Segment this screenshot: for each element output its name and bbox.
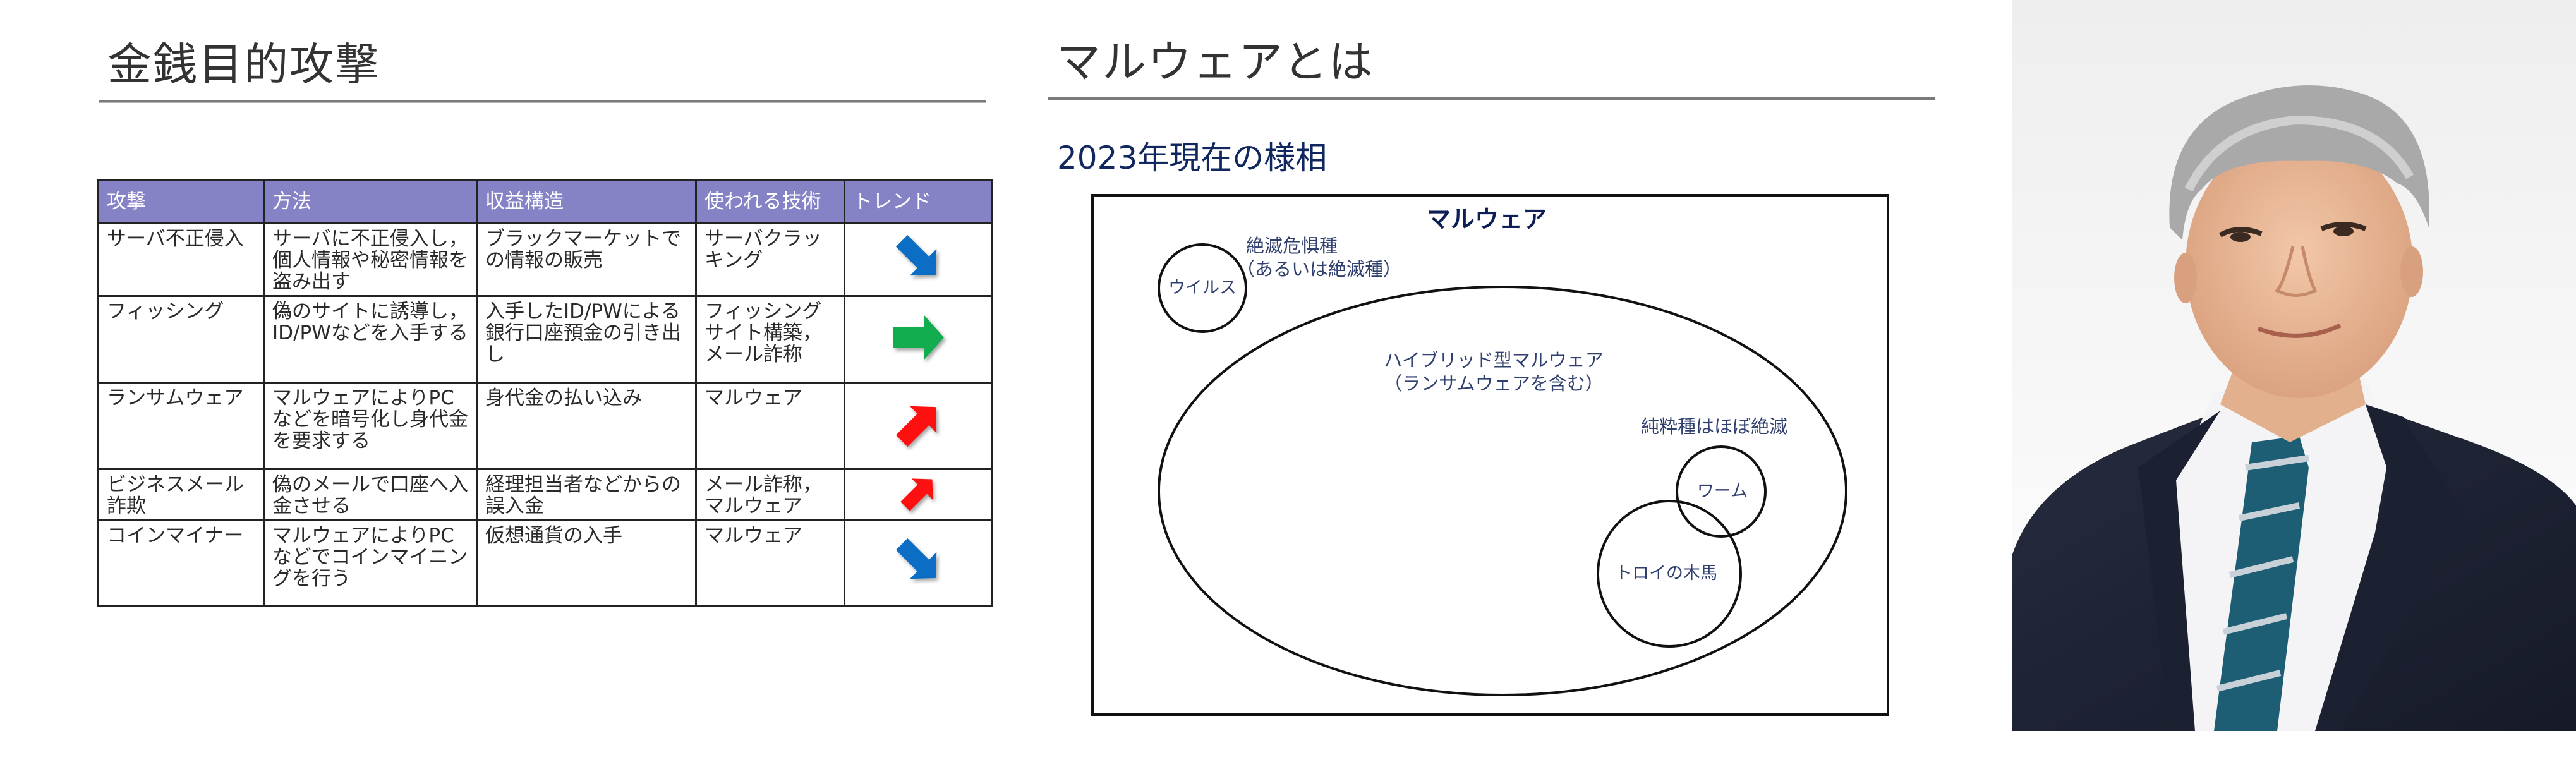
arrow-right-icon xyxy=(890,312,947,363)
cell-trend xyxy=(844,468,993,521)
header-revenue: 収益構造 xyxy=(476,179,697,224)
cell-attack: ビジネスメール詐欺 xyxy=(97,468,265,521)
endangered-note-line1: 絶滅危惧種 xyxy=(1246,235,1338,257)
right-slide-title: マルウェアとは xyxy=(1056,36,1374,88)
virus-circle xyxy=(1158,243,1247,333)
cell-revenue: ブラックマーケットでの情報の販売 xyxy=(476,222,697,297)
endangered-note-line2: （あるいは絶滅種） xyxy=(1237,258,1402,280)
worm-circle xyxy=(1676,445,1767,538)
attack-table: 攻撃 方法 収益構造 使われる技術 トレンド サーバ不正侵入 サーバに不正侵入し… xyxy=(97,179,993,607)
trojan-label: トロイの木馬 xyxy=(1615,564,1717,583)
left-slide-title: 金銭目的攻撃 xyxy=(107,39,380,90)
cell-revenue: 入手したID/PWによる銀行口座預金の引き出し xyxy=(476,295,697,384)
cell-trend xyxy=(844,222,993,297)
table-header-row: 攻撃 方法 収益構造 使われる技術 トレンド xyxy=(97,179,993,224)
right-title-underline xyxy=(1048,97,1935,100)
cell-trend xyxy=(844,519,993,607)
cell-attack: ランサムウェア xyxy=(97,382,265,470)
cell-revenue: 仮想通貨の入手 xyxy=(476,519,697,607)
arrow-down-right-icon xyxy=(890,233,947,283)
arrow-down-right-icon xyxy=(890,536,947,586)
table-row: コインマイナー マルウェアによりPCなどでコインマイニングを行う 仮想通貨の入手… xyxy=(97,519,993,607)
cell-technology: マルウェア xyxy=(695,519,845,607)
malware-diagram: マルウェア ウイルス 絶滅危惧種 （あるいは絶滅種） ハイブリッド型マルウェア … xyxy=(1091,194,1889,716)
cell-revenue: 経理担当者などからの誤入金 xyxy=(476,468,697,521)
table-row: フィッシング 偽のサイトに誘導し，ID/PWなどを入手する 入手したID/PWに… xyxy=(97,295,993,384)
header-technology: 使われる技術 xyxy=(695,179,845,224)
cell-method: 偽のメールで口座へ入金させる xyxy=(263,468,478,521)
cell-trend xyxy=(844,382,993,470)
slide-subtitle: 2023年現在の様相 xyxy=(1057,140,1327,176)
worm-label: ワーム xyxy=(1696,481,1748,501)
left-title-underline xyxy=(99,100,986,103)
cell-attack: コインマイナー xyxy=(97,519,265,607)
cell-revenue: 身代金の払い込み xyxy=(476,382,697,470)
person-portrait-icon xyxy=(2012,0,2576,731)
malware-label: マルウェア xyxy=(1426,205,1547,233)
cell-attack: サーバ不正侵入 xyxy=(97,222,265,297)
cell-attack: フィッシング xyxy=(97,295,265,384)
trojan-circle xyxy=(1597,500,1742,648)
table-row: ビジネスメール詐欺 偽のメールで口座へ入金させる 経理担当者などからの誤入金 メ… xyxy=(97,468,993,521)
arrow-up-right-icon xyxy=(890,473,947,513)
hybrid-malware-ellipse xyxy=(1158,286,1847,696)
table-row: サーバ不正侵入 サーバに不正侵入し，個人情報や秘密情報を盗み出す ブラックマーケ… xyxy=(97,222,993,297)
pure-extinct-note: 純粋種はほぼ絶滅 xyxy=(1641,416,1788,437)
diagram-shapes xyxy=(1158,243,1847,696)
arrow-up-right-icon xyxy=(890,399,947,449)
cell-method: マルウェアによりPCなどを暗号化し身代金を要求する xyxy=(263,382,478,470)
cell-technology: サーバクラッキング xyxy=(695,222,845,297)
cell-technology: フィッシングサイト構築，メール詐称 xyxy=(695,295,845,384)
cell-trend xyxy=(844,295,993,384)
hybrid-label-line2: （ランサムウェアを含む） xyxy=(1384,373,1604,394)
portrait-photo xyxy=(2012,0,2576,731)
header-trend: トレンド xyxy=(844,179,993,224)
header-method: 方法 xyxy=(263,179,478,224)
header-attack: 攻撃 xyxy=(97,179,265,224)
cell-method: マルウェアによりPCなどでコインマイニングを行う xyxy=(263,519,478,607)
cell-technology: マルウェア xyxy=(695,382,845,470)
table-row: ランサムウェア マルウェアによりPCなどを暗号化し身代金を要求する 身代金の払い… xyxy=(97,382,993,470)
hybrid-label-line1: ハイブリッド型マルウェア xyxy=(1384,349,1604,371)
cell-technology: メール詐称，マルウェア xyxy=(695,468,845,521)
cell-method: サーバに不正侵入し，個人情報や秘密情報を盗み出す xyxy=(263,222,478,297)
cell-method: 偽のサイトに誘導し，ID/PWなどを入手する xyxy=(263,295,478,384)
virus-label: ウイルス xyxy=(1168,278,1237,298)
